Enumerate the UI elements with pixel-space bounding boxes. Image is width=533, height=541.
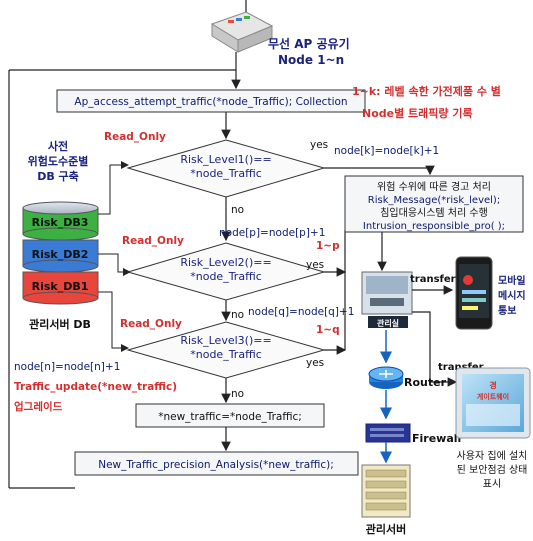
db-caption: 관리서버 DB <box>29 317 91 331</box>
decision2-line2: *node_Traffic <box>190 270 262 283</box>
new-traffic-text: *new_traffic=*node_Traffic; <box>158 411 302 423</box>
note-line-2: Node별 트래픽량 기록 <box>362 106 473 120</box>
note-line-1: 1~k: 레벨 속한 가전제품 수 별 <box>352 84 501 98</box>
risk-db3-label: Risk_DB3 <box>32 216 89 229</box>
firewall-icon <box>365 423 411 443</box>
server-icon <box>361 464 411 518</box>
decision2-no: no <box>231 309 244 321</box>
risk-db2: Risk_DB2 <box>22 239 99 273</box>
tablet-screen-text-1: 경 <box>489 380 496 390</box>
tablet-device-image <box>455 367 531 439</box>
decision3-line1: Risk_Level3()== <box>180 334 271 347</box>
read-only-label-3: Read_Only <box>120 318 182 330</box>
analysis-box <box>74 451 359 476</box>
mobile-label-2: 메시지 <box>498 289 526 302</box>
warning-box <box>344 175 524 233</box>
transfer-arrow-tablet <box>412 311 458 387</box>
db-heading-1: 사전 <box>48 139 68 153</box>
decision2-line1: Risk_Level2()== <box>180 256 271 269</box>
decision1-update: node[k]=node[k]+1 <box>334 145 439 157</box>
wifi-router-icon <box>210 0 274 53</box>
router-icon <box>368 366 404 389</box>
decision1-yes: yes <box>310 139 328 151</box>
read-only-connector-3 <box>98 291 129 352</box>
db-heading-2: 위험도수준별 <box>28 154 89 168</box>
read-only-connector-1 <box>98 161 129 215</box>
read-only-connector-2 <box>98 253 131 276</box>
ap-title: 무선 AP 공유기 <box>268 36 350 51</box>
decision3-yes: yes <box>306 357 324 369</box>
tablet-caption-2: 된 보안점검 상태 <box>457 464 528 476</box>
decision3-range: 1~q <box>316 324 340 336</box>
left-update-line-1: node[n]=node[n]+1 <box>14 361 120 373</box>
left-update-line-3: 업그레이드 <box>14 400 63 413</box>
control-room-label: 관리실 <box>377 318 399 328</box>
decision1-line1: Risk_Level1()== <box>180 153 271 166</box>
firewall-label: Firewall <box>412 432 461 445</box>
decision1-line2: *node_Traffic <box>190 167 262 180</box>
warning-line-3: 침입대응시스템 처리 수행 <box>380 206 488 219</box>
database-stack: Risk_DB3 Risk_DB2 Risk_DB1 <box>22 201 99 305</box>
risk-db2-label: Risk_DB2 <box>32 248 89 261</box>
decision2-range: 1~p <box>316 240 340 252</box>
decision1-no: no <box>231 204 244 216</box>
transfer-label-1: transfer <box>410 274 456 285</box>
analysis-text: New_Traffic_precision_Analysis(*new_traf… <box>98 459 334 471</box>
warning-line-1: 위험 수위에 따른 경고 처리 <box>377 180 491 193</box>
control-room-image <box>361 271 413 328</box>
read-only-label-1: Read_Only <box>104 131 166 143</box>
warning-line-2: Risk_Message(*risk_level); <box>368 195 500 206</box>
tablet-screen-text-2: 게이트웨이 <box>477 392 509 401</box>
mobile-label-1: 모바일 <box>498 274 526 287</box>
mobile-label-3: 통보 <box>498 305 516 317</box>
mobile-phone-icon <box>455 256 493 330</box>
ap-subtitle: Node 1~n <box>278 53 344 67</box>
warning-line-4: Intrusion_responsible_pro( ); <box>363 221 505 232</box>
decision2-yes: yes <box>306 259 324 271</box>
collection-box <box>56 89 366 113</box>
router-label: Router <box>404 376 447 389</box>
read-only-label-2: Read_Only <box>122 235 184 247</box>
risk-db1: Risk_DB1 <box>22 271 99 305</box>
decision1-yes-arrow <box>324 165 435 176</box>
left-update-line-2: Traffic_update(*new_traffic) <box>14 381 177 393</box>
decision2-update: node[p]=node[p]+1 <box>219 227 325 239</box>
risk-db1-label: Risk_DB1 <box>32 280 89 293</box>
decision3-update: node[q]=node[q]+1 <box>248 306 354 318</box>
risk-db3: Risk_DB3 <box>22 201 99 241</box>
decision3-line2: *node_Traffic <box>190 348 262 361</box>
collection-text: Ap_access_attempt_traffic(*node_Traffic)… <box>74 96 347 108</box>
server-label: 관리서버 <box>366 522 406 536</box>
decision3-no: no <box>231 388 244 400</box>
tablet-caption-1: 사용자 집에 설치 <box>457 450 528 462</box>
db-heading-3: DB 구축 <box>37 169 79 183</box>
tablet-caption-3: 표시 <box>483 478 501 490</box>
new-traffic-box <box>135 403 325 428</box>
